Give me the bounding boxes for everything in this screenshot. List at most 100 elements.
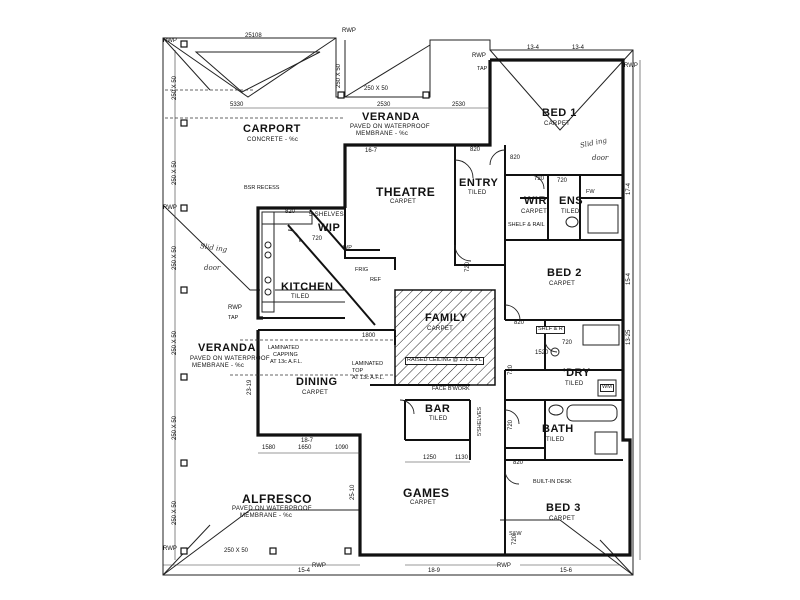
veranda-left-finish: PAVED ON WATERPROOF xyxy=(190,356,270,362)
dim-820-d: 820 xyxy=(514,320,525,326)
dim-720-b: 720 xyxy=(534,176,545,182)
theatre-label: THEATRE xyxy=(376,185,436,199)
dim-25-10: 25-10 xyxy=(350,484,356,500)
dim-18-7: 18-7 xyxy=(301,438,314,444)
rwp-bottom-right: RWP xyxy=(497,563,511,569)
bed2-finish: CARPET xyxy=(549,281,576,287)
dimension-lines xyxy=(163,49,641,566)
note-top-height: AT 13c A.F.L. xyxy=(352,375,385,381)
post-size-7: 250 X 50 xyxy=(336,63,342,88)
note-shelf-rail-2: SHLF & R xyxy=(536,326,565,334)
note-laminated-top: LAMINATED xyxy=(352,361,384,367)
post-size-4: 250 X 50 xyxy=(172,330,178,355)
post-size-6: 250 X 50 xyxy=(172,500,178,525)
dim-top-right-1: 13-4 xyxy=(527,45,540,51)
wip-label: WIP xyxy=(318,222,341,234)
beam-lines xyxy=(165,89,395,376)
bed2-label: BED 2 xyxy=(547,267,582,279)
dim-820-b: 820 xyxy=(470,147,481,153)
carport-label: CARPORT xyxy=(243,123,301,135)
dining-finish: CARPET xyxy=(302,390,329,396)
alfresco-finish: PAVED ON WATERPROOF xyxy=(232,506,312,512)
dim-15-4-b: 15-4 xyxy=(626,272,632,285)
dim-15-4-a: 15-4 xyxy=(298,568,311,574)
dim-1130: 1130 xyxy=(455,455,468,461)
dim-1580: 1580 xyxy=(262,445,276,451)
dim-top-right-2: 13-4 xyxy=(572,45,585,51)
note-laminated-capping: LAMINATED xyxy=(268,345,300,351)
bar-finish: TILED xyxy=(429,416,448,422)
note-wp: WP xyxy=(343,245,352,251)
note-raised-ceiling: RAISED CEILING @ 27c & PL xyxy=(405,357,484,365)
dim-720-h: 720 xyxy=(562,340,573,346)
dim-top-left: 25108 xyxy=(245,33,262,39)
rwp-bottom-left: RWP xyxy=(163,546,177,552)
dim-5330: 5330 xyxy=(230,102,244,108)
veranda-top-label: VERANDA xyxy=(362,111,420,123)
dim-17-4: 17-4 xyxy=(626,182,632,195)
dim-1650: 1650 xyxy=(298,445,312,451)
dim-15-6: 15-6 xyxy=(560,568,573,574)
family-label: FAMILY xyxy=(425,312,468,324)
dim-820-c: 820 xyxy=(510,155,521,161)
dim-13-25: 13-25 xyxy=(626,329,632,345)
bed3-finish: CARPET xyxy=(549,516,576,522)
handwritten-door-left: door xyxy=(204,264,221,272)
dim-820-a: 820 xyxy=(285,209,296,215)
entry-finish: TILED xyxy=(468,190,487,196)
dim-1250: 1250 xyxy=(423,455,437,461)
post-size-8: 250 X 50 xyxy=(364,86,389,92)
dim-720-e: 720 xyxy=(508,364,514,375)
door-swings xyxy=(287,149,558,485)
dim-23-19: 23-19 xyxy=(247,379,253,395)
veranda-top-finish: PAVED ON WATERPROOF xyxy=(350,124,430,130)
note-capping-height: AT 13c A.F.L. xyxy=(270,359,303,365)
alfresco-finish2: MEMBRANE - %c xyxy=(240,513,293,519)
post-size-9: 250 X 50 xyxy=(224,548,249,554)
note-fw-ens: FW xyxy=(586,189,595,195)
theatre-finish: CARPET xyxy=(390,199,417,205)
veranda-top-finish2: MEMBRANE - %c xyxy=(356,131,409,137)
dim-1520: 1520 xyxy=(535,350,549,356)
note-frig: FRIG xyxy=(355,267,369,273)
dim-720-c: 720 xyxy=(557,178,568,184)
rwp-left-1: RWP xyxy=(163,205,177,211)
dim-1800: 1800 xyxy=(362,333,376,339)
games-label: GAMES xyxy=(403,486,450,500)
kitchen-finish: TILED xyxy=(291,294,310,300)
carport-finish: CONCRETE - %c xyxy=(247,137,299,143)
post-size-3: 250 X 50 xyxy=(172,245,178,270)
kitchen-label: KITCHEN xyxy=(281,281,334,293)
games-finish: CARPET xyxy=(410,500,437,506)
veranda-left-label: VERANDA xyxy=(198,342,256,354)
note-bsr-recess: BSR RECESS xyxy=(244,185,280,191)
note-sw: S&W xyxy=(509,531,522,537)
roof-outline xyxy=(162,37,634,576)
note-tap-left: TAP xyxy=(228,315,239,321)
note-top: TOP xyxy=(352,368,364,374)
raised-ceiling-hatch xyxy=(394,289,496,386)
rwp-top-right: RWP xyxy=(472,53,486,59)
dim-820-e: 820 xyxy=(513,460,524,466)
rwp-bottom-mid: RWP xyxy=(312,563,326,569)
entry-label: ENTRY xyxy=(459,177,499,189)
wir-finish: CARPET xyxy=(521,209,548,215)
rwp-top-left: RWP xyxy=(163,38,177,44)
note-built-in-desk: BUILT-IN DESK xyxy=(533,479,572,485)
dim-1090: 1090 xyxy=(335,445,349,451)
dim-720-g: 720 xyxy=(512,534,518,545)
bath-fixtures xyxy=(548,204,620,455)
bath-label: BATH xyxy=(542,423,574,435)
bed1-finish: CARPET xyxy=(544,121,571,127)
post-size-1: 250 X 50 xyxy=(172,75,178,100)
veranda-posts xyxy=(180,40,430,555)
ens-finish: TILED xyxy=(561,209,580,215)
family-finish: CARPET xyxy=(427,326,454,332)
dim-720-d: 720 xyxy=(465,261,471,272)
house-walls xyxy=(256,58,632,557)
dry-finish: TILED xyxy=(565,381,584,387)
bar-label: BAR xyxy=(425,403,451,415)
dim-2530-a: 2530 xyxy=(377,102,391,108)
ens-label: ENS xyxy=(559,195,584,207)
veranda-left-finish2: MEMBRANE - %c xyxy=(192,363,245,369)
